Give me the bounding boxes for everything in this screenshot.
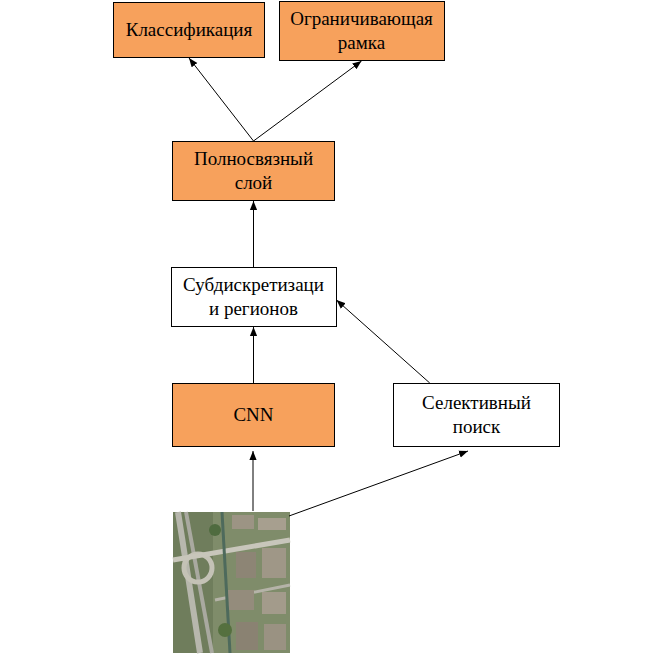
flow-arrow [254, 61, 362, 141]
layer-box: CNN [172, 383, 335, 447]
flow-arrow [253, 201, 254, 267]
box-label: Классификация [126, 18, 253, 42]
input-arrow [253, 451, 254, 511]
box-label: CNN [233, 403, 273, 427]
process-box: Селективный поиск [393, 383, 560, 447]
box-label: Ограничивающая рамка [287, 7, 437, 55]
output-box: Ограничивающая рамка [279, 1, 445, 61]
process-box: Субдискретизаци и регионов [171, 267, 337, 327]
flow-arrow [253, 327, 254, 383]
flow-arrow [189, 58, 254, 141]
flow-arrow [337, 300, 430, 383]
box-label: Субдискретизаци и регионов [179, 273, 329, 321]
box-label: Селективный поиск [402, 391, 552, 439]
input-arrow [289, 451, 468, 516]
aerial-photo [173, 512, 290, 653]
output-box: Классификация [113, 2, 265, 58]
box-label: Полносвязный слой [184, 147, 324, 195]
layer-box: Полносвязный слой [172, 141, 335, 201]
